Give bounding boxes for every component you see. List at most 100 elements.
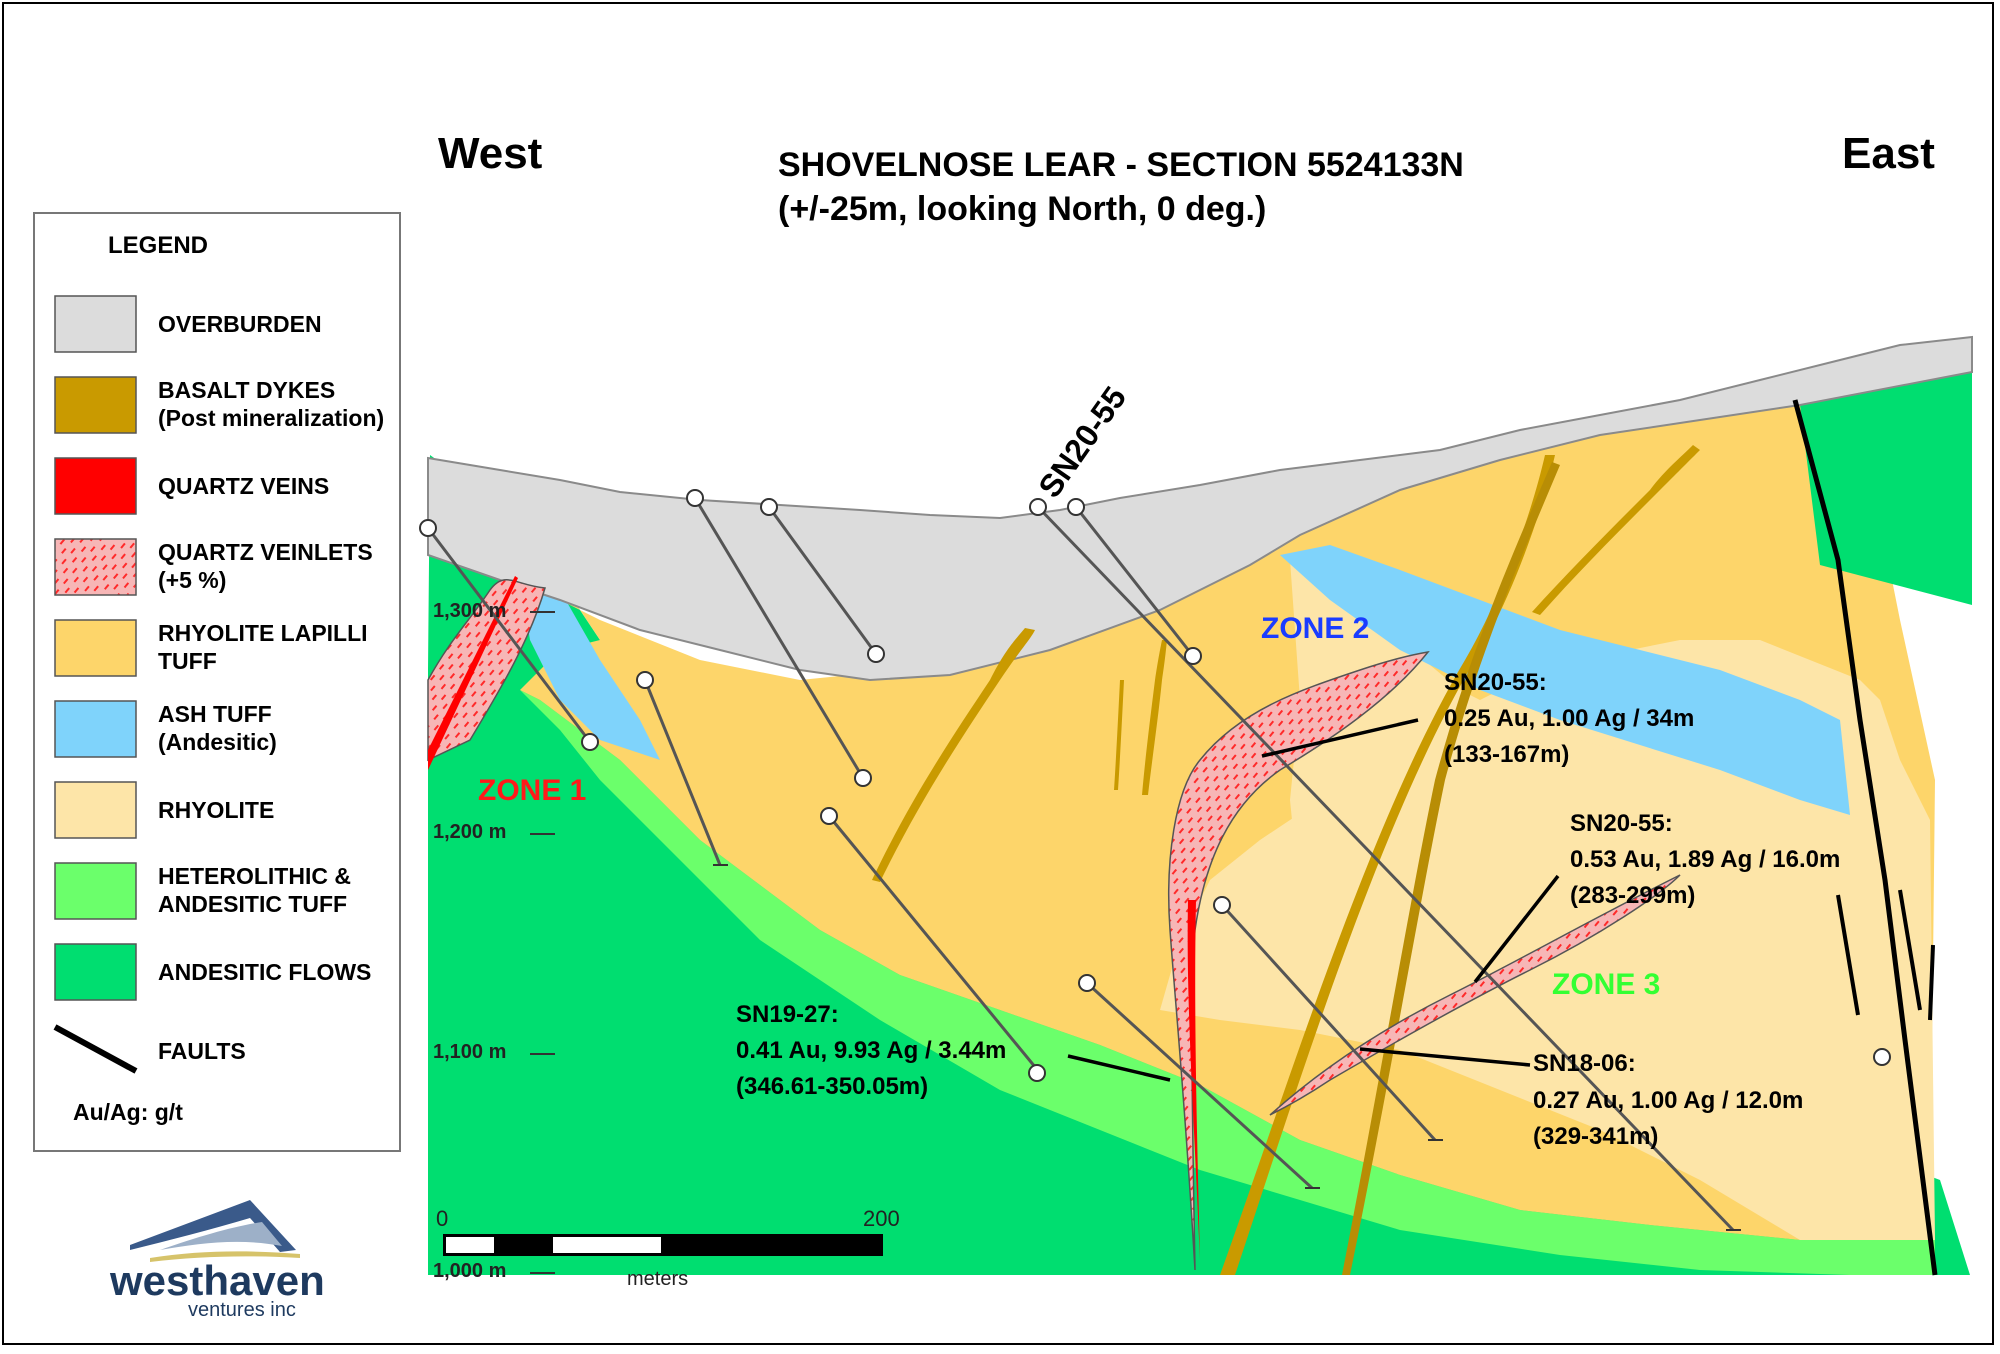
- unit-heterolithic-tuff: [520, 690, 1935, 1275]
- legend-swatch: [54, 700, 137, 758]
- fault-legend-symbol: [53, 1024, 138, 1074]
- elevation-1300: 1,300 m: [433, 600, 506, 622]
- svg-text:0.25 Au, 1.00 Ag / 34m: 0.25 Au, 1.00 Ag / 34m: [1444, 705, 1694, 732]
- legend-sublabel: (Post mineralization): [158, 405, 384, 431]
- legend-sublabel: (+5 %): [158, 567, 226, 593]
- legend-label: RHYOLITE LAPILLI: [158, 620, 368, 646]
- title-line-2: (+/-25m, looking North, 0 deg.): [778, 190, 1266, 228]
- legend-swatch: [54, 457, 137, 515]
- legend-label: BASALT DYKES: [158, 377, 335, 403]
- legend-swatch: [54, 538, 137, 596]
- svg-text:SN20-55:: SN20-55:: [1570, 810, 1673, 837]
- endhole-marker: [854, 769, 872, 787]
- legend-label: ANDESITIC FLOWS: [158, 959, 371, 985]
- zone-3-label: ZONE 3: [1552, 968, 1660, 1001]
- collar-marker: [419, 519, 437, 537]
- legend-swatch: [54, 943, 137, 1001]
- units-label: Au/Ag: g/t: [73, 1099, 183, 1125]
- elevation-1100: 1,100 m: [433, 1041, 506, 1063]
- fault-short-1: [1836, 894, 1860, 1016]
- quartz-vein-1: [428, 576, 518, 770]
- veinlet-zone-2: [1168, 650, 1430, 1271]
- collar-marker: [1873, 1048, 1891, 1066]
- unit-ash-tuff-west: [520, 578, 660, 760]
- collar-marker: [820, 807, 838, 825]
- legend-sublabel: TUFF: [158, 648, 217, 674]
- unit-basalt-dyke-2: [1342, 462, 1560, 1275]
- fault-short-2: [1898, 889, 1922, 1011]
- svg-text:0.53 Au, 1.89 Ag / 16.0m: 0.53 Au, 1.89 Ag / 16.0m: [1570, 846, 1840, 873]
- legend-sublabel: (Andesitic): [158, 729, 277, 755]
- legend-title: LEGEND: [108, 232, 208, 259]
- legend-swatch: [54, 376, 137, 434]
- unit-basalt-dyke-5: [1142, 640, 1167, 795]
- logo-name: westhaven: [109, 1257, 325, 1304]
- callout-2: SN20-55: 0.53 Au, 1.89 Ag / 16.0m (283-2…: [1570, 810, 1840, 909]
- collar-marker: [686, 489, 704, 507]
- legend: LEGEND OVERBURDEN BASALT DYKES(Post miner…: [33, 212, 401, 1152]
- legend-label: ASH TUFF: [158, 701, 272, 727]
- collar-marker: [760, 498, 778, 516]
- legend-swatch: [54, 862, 137, 920]
- callout-1: SN20-55: 0.25 Au, 1.00 Ag / 34m (133-167…: [1444, 669, 1694, 768]
- scale-bar: 0 200 meters: [436, 1206, 900, 1290]
- endhole-marker: [1028, 1064, 1046, 1082]
- scale-max: 200: [863, 1206, 900, 1231]
- unit-overburden: [427, 335, 1973, 682]
- westhaven-logo: westhaven ventures inc: [109, 1200, 325, 1321]
- callout-4: SN18-06: 0.27 Au, 1.00 Ag / 12.0m (329-3…: [1533, 1050, 1803, 1150]
- logo-sub: ventures inc: [188, 1299, 296, 1321]
- title-line-1: SHOVELNOSE LEAR - SECTION 5524133N: [778, 146, 1464, 184]
- svg-text:0.27 Au, 1.00 Ag / 12.0m: 0.27 Au, 1.00 Ag / 12.0m: [1533, 1087, 1803, 1114]
- collar-marker: [1067, 498, 1085, 516]
- legend-label: OVERBURDEN: [158, 311, 322, 337]
- fault-legend-label: FAULTS: [158, 1038, 246, 1064]
- endhole-marker: [1184, 647, 1202, 665]
- collar-marker: [1078, 974, 1096, 992]
- legend-swatch: [54, 781, 137, 839]
- elevation-1200: 1,200 m: [433, 821, 506, 843]
- logo-mountain-icon: [130, 1200, 296, 1252]
- svg-text:(133-167m): (133-167m): [1444, 741, 1569, 768]
- svg-text:(283-299m): (283-299m): [1570, 882, 1695, 909]
- svg-text:SN20-55:: SN20-55:: [1444, 669, 1547, 696]
- drillholes: [426, 497, 1735, 1232]
- scale-unit: meters: [627, 1268, 688, 1290]
- legend-sublabel: ANDESITIC TUFF: [158, 891, 347, 917]
- west-label: West: [438, 129, 543, 178]
- collar-marker: [1029, 498, 1047, 516]
- section-geology: [427, 335, 1973, 1276]
- legend-label: QUARTZ VEINS: [158, 473, 329, 499]
- zone-2-label: ZONE 2: [1261, 612, 1369, 645]
- elevation-1000: 1,000 m: [433, 1260, 506, 1282]
- unit-basalt-dyke-1: [1220, 455, 1555, 1275]
- unit-basalt-dyke-3: [872, 628, 1035, 882]
- legend-label: RHYOLITE: [158, 797, 274, 823]
- svg-text:(346.61-350.05m): (346.61-350.05m): [736, 1073, 928, 1100]
- fault-main: [1792, 399, 1938, 1276]
- veinlet-zone-3: [1269, 874, 1681, 1116]
- fault-short-3: [1928, 944, 1935, 1021]
- legend-swatch: [54, 619, 137, 677]
- unit-andesitic-flows-east: [1800, 372, 1972, 605]
- zone-1-label: ZONE 1: [478, 774, 586, 807]
- elevation-labels: 1,300 m 1,200 m 1,100 m 1,000 m: [433, 600, 506, 1282]
- callout-leaders: [1067, 718, 1560, 1082]
- scale-zero: 0: [436, 1206, 448, 1231]
- unit-basalt-dyke-4: [1532, 445, 1700, 615]
- endhole-marker: [581, 733, 599, 751]
- drillhole-markers: [419, 489, 1891, 1082]
- collar-marker: [1213, 896, 1231, 914]
- unit-basalt-dyke-6: [1114, 680, 1124, 790]
- svg-text:SN18-06:: SN18-06:: [1533, 1050, 1636, 1077]
- legend-swatch: [54, 295, 137, 353]
- legend-label: QUARTZ VEINLETS: [158, 539, 373, 565]
- callout-3: SN19-27: 0.41 Au, 9.93 Ag / 3.44m (346.6…: [736, 1001, 1006, 1100]
- collar-marker: [636, 671, 654, 689]
- endhole-marker: [867, 645, 885, 663]
- svg-text:0.41 Au, 9.93 Ag / 3.44m: 0.41 Au, 9.93 Ag / 3.44m: [736, 1037, 1006, 1064]
- east-label: East: [1842, 129, 1935, 178]
- drillhole-ticks: [713, 864, 1741, 1231]
